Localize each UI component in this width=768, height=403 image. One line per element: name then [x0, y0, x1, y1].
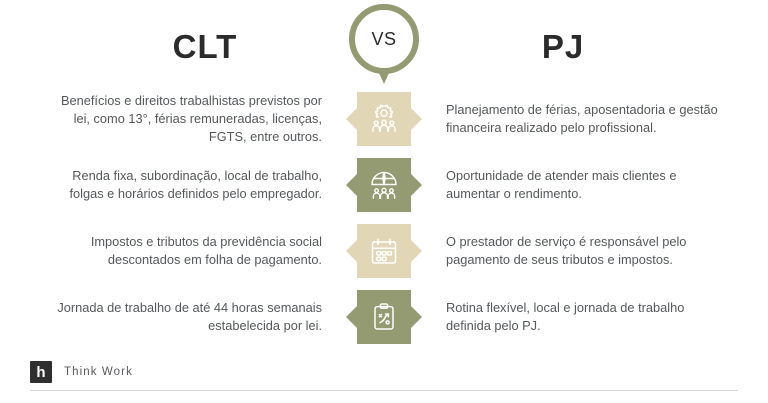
pj-description: Rotina flexível, local e jornada de trab… [446, 300, 685, 334]
clt-cell: Benefícios e direitos trabalhistas previ… [46, 92, 336, 146]
badge-arrow-right [411, 240, 422, 263]
badge-arrow-left [346, 240, 357, 263]
badge-arrow-right [411, 306, 422, 329]
clt-cell: Renda fixa, subordinação, local de traba… [46, 167, 336, 203]
badge-body [357, 92, 411, 147]
clt-cell: Jornada de trabalho de até 44 horas sema… [46, 299, 336, 335]
row-badge [346, 158, 422, 213]
vs-circle: VS [349, 4, 419, 74]
header: CLT PJ VS [0, 0, 768, 92]
clt-description: Benefícios e direitos trabalhistas previ… [60, 93, 322, 145]
clt-description: Impostos e tributos da previdência socia… [90, 234, 322, 268]
pj-description: O prestador de serviço é responsável pel… [446, 234, 687, 268]
badge-arrow-left [346, 174, 357, 197]
badge-arrow-left [346, 306, 357, 329]
footer-divider [30, 390, 738, 391]
clt-description: Jornada de trabalho de até 44 horas sema… [57, 300, 322, 334]
vs-marker: VS [342, 4, 426, 88]
pj-cell: Rotina flexível, local e jornada de trab… [432, 299, 722, 335]
badge-body [357, 290, 411, 345]
footer: h Think Work [30, 361, 738, 391]
comparison-rows: Benefícios e direitos trabalhistas previ… [0, 92, 768, 345]
row-badge [346, 290, 422, 345]
pj-cell: Planejamento de férias, aposentadoria e … [432, 101, 722, 137]
clt-cell: Impostos e tributos da previdência socia… [46, 233, 336, 269]
gear-people-icon [367, 102, 401, 136]
vs-marker-tail [374, 62, 394, 84]
pj-cell: Oportunidade de atender mais clientes e … [432, 167, 722, 203]
comparison-row: Impostos e tributos da previdência socia… [0, 224, 768, 279]
pj-description: Planejamento de férias, aposentadoria e … [446, 102, 718, 136]
row-badge [346, 224, 422, 279]
badge-cell [336, 290, 432, 345]
comparison-row: Benefícios e direitos trabalhistas previ… [0, 92, 768, 147]
badge-arrow-right [411, 108, 422, 131]
clipboard-strategy-icon [367, 300, 401, 334]
pj-cell: O prestador de serviço é responsável pel… [432, 233, 722, 269]
comparison-row: Renda fixa, subordinação, local de traba… [0, 158, 768, 213]
comparison-row: Jornada de trabalho de até 44 horas sema… [0, 290, 768, 345]
badge-cell [336, 92, 432, 147]
badge-cell [336, 158, 432, 213]
globe-people-icon [367, 168, 401, 202]
calendar-icon [367, 234, 401, 268]
pj-description: Oportunidade de atender mais clientes e … [446, 168, 677, 202]
vs-label: VS [371, 28, 397, 49]
clt-description: Renda fixa, subordinação, local de traba… [69, 168, 322, 202]
row-badge [346, 92, 422, 147]
badge-cell [336, 224, 432, 279]
page-title-clt: CLT [172, 27, 238, 65]
brand-logo: h [30, 361, 52, 383]
badge-arrow-right [411, 174, 422, 197]
page-title-pj: PJ [541, 27, 585, 65]
footer-brand: h Think Work [30, 361, 738, 390]
badge-arrow-left [346, 108, 357, 131]
brand-name: Think Work [64, 366, 133, 378]
